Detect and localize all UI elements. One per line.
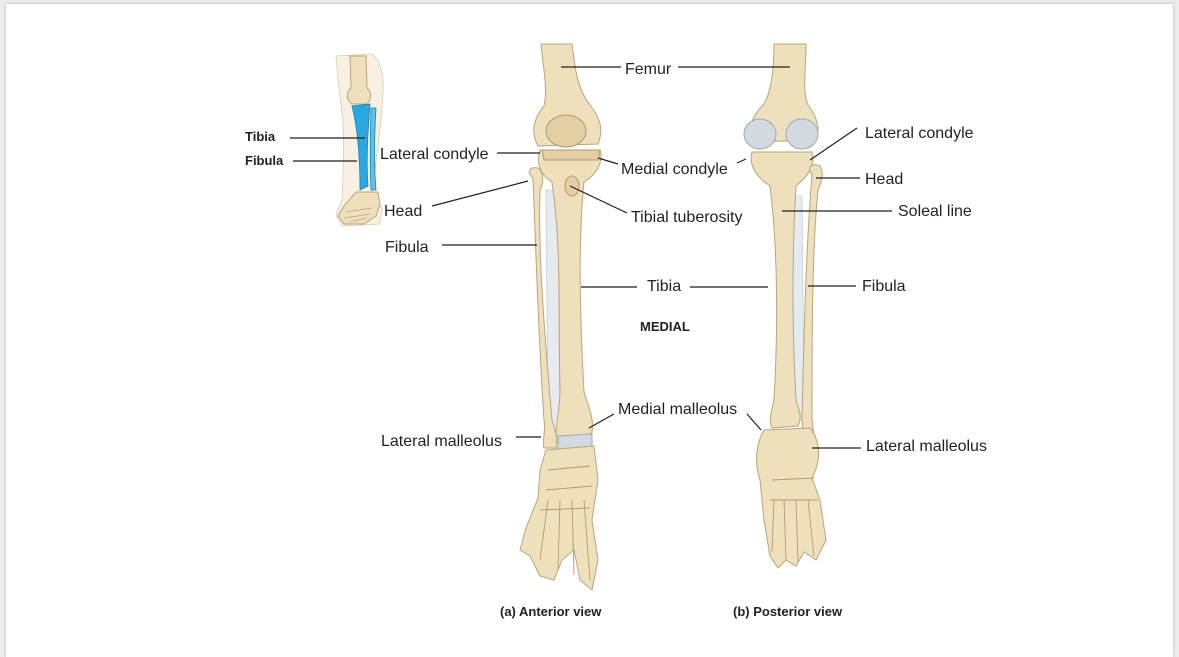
label-medial-condyle: Medial condyle — [621, 161, 728, 178]
label-lateral-condyle-posterior: Lateral condyle — [865, 125, 974, 142]
label-medial-malleolus: Medial malleolus — [618, 401, 737, 418]
label-medial-orientation: MEDIAL — [640, 319, 690, 334]
inset-label-fibula: Fibula — [245, 153, 284, 168]
label-head-posterior: Head — [865, 171, 903, 188]
label-lateral-malleolus-posterior: Lateral malleolus — [866, 438, 987, 455]
anterior-leg-illustration — [519, 43, 602, 591]
label-lateral-malleolus-anterior: Lateral malleolus — [381, 433, 502, 450]
label-tibial-tuberosity: Tibial tuberosity — [631, 209, 742, 226]
leader-lines — [290, 66, 892, 449]
label-head-anterior: Head — [384, 203, 422, 220]
label-lateral-condyle-anterior: Lateral condyle — [380, 146, 489, 163]
posterior-leg-illustration — [743, 43, 827, 569]
inset-leg-illustration — [335, 53, 384, 227]
document-page: Tibia Fibula Femur Lateral condyle Media… — [6, 4, 1173, 657]
caption-posterior-view: (b) Posterior view — [733, 604, 843, 619]
label-soleal-line: Soleal line — [898, 203, 972, 220]
label-tibia: Tibia — [647, 278, 681, 295]
leg-bones-diagram: Tibia Fibula Femur Lateral condyle Media… — [245, 43, 987, 619]
label-femur: Femur — [625, 61, 672, 78]
label-fibula-anterior: Fibula — [385, 239, 429, 256]
inset-label-tibia: Tibia — [245, 129, 276, 144]
label-fibula-posterior: Fibula — [862, 278, 906, 295]
caption-anterior-view: (a) Anterior view — [500, 604, 602, 619]
